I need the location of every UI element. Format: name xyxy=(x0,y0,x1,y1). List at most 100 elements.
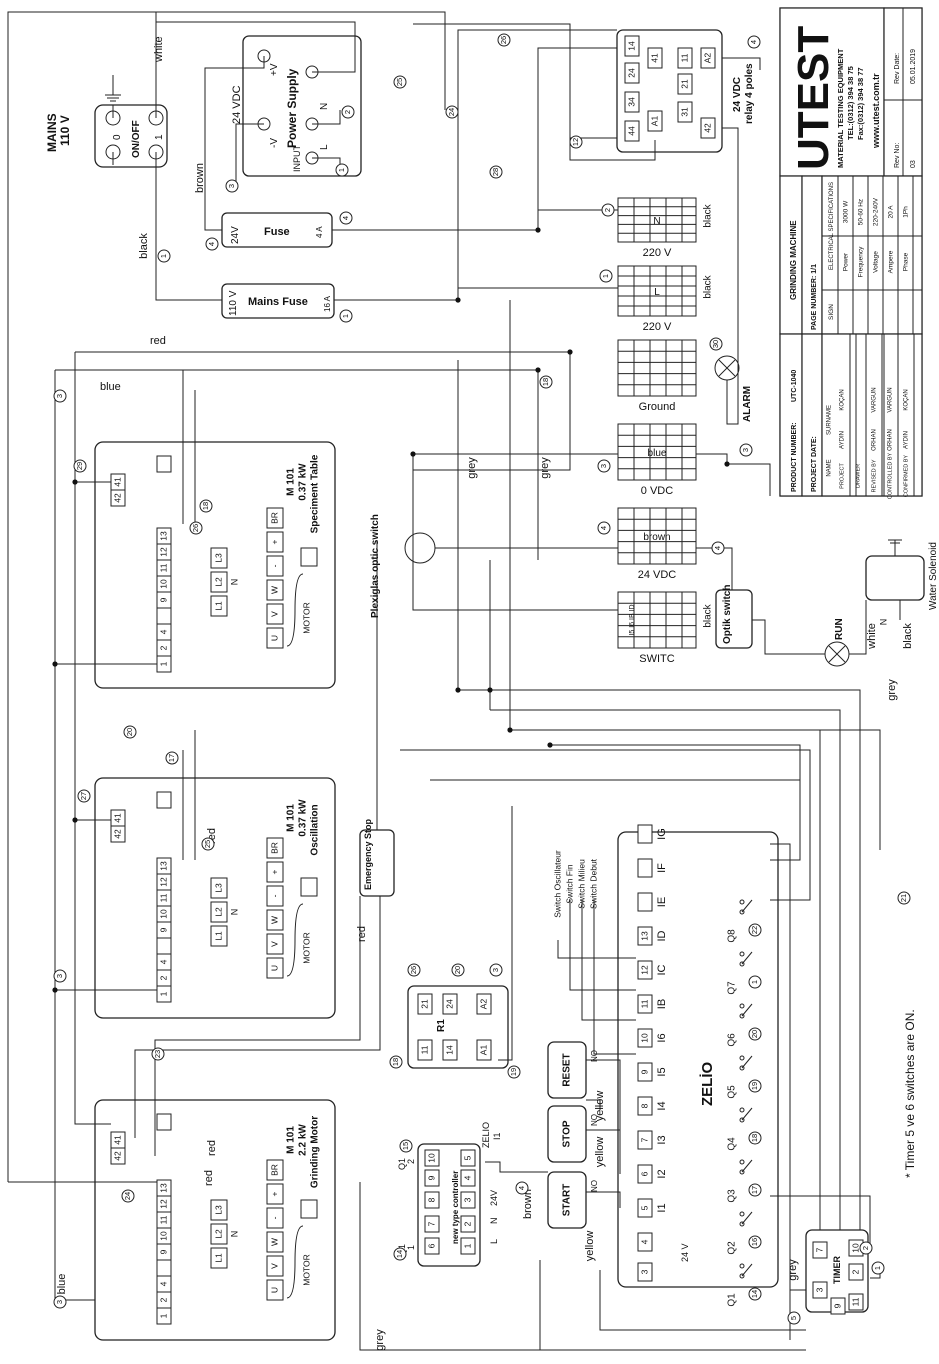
wire xyxy=(770,1195,871,1250)
zelio-input-label: I2 xyxy=(656,1169,668,1178)
wire-number-marker xyxy=(748,1287,762,1301)
relay-terminal xyxy=(677,101,693,123)
brand-logo: UTEST xyxy=(789,26,838,170)
zelio-input-label: IE xyxy=(656,897,668,907)
motor-l-terminal: L2 xyxy=(213,577,223,587)
ps-minus: -V xyxy=(269,138,280,148)
wire xyxy=(413,23,617,139)
motor-uvw-terminal: - xyxy=(269,564,279,567)
wire-number-marker xyxy=(711,541,725,555)
wire-number: 1 xyxy=(341,314,350,318)
wire-number-marker xyxy=(748,1131,762,1145)
controller-terminal xyxy=(424,1237,440,1255)
motor-n: N xyxy=(229,909,239,916)
timer-terminal-label: 3 xyxy=(814,1287,824,1292)
wire xyxy=(155,11,446,118)
person-role: PROJECT xyxy=(839,463,845,489)
motor-uvw-terminal: W xyxy=(269,916,279,924)
relay-terminal-label: 14 xyxy=(626,41,636,51)
wire xyxy=(75,351,571,471)
relay-subtitle: relay 4 poles xyxy=(744,63,755,124)
relay-terminal xyxy=(624,35,640,57)
mains-label: MAINS xyxy=(45,113,59,152)
wire-number-marker xyxy=(225,179,239,193)
wire xyxy=(557,940,636,959)
motor-model: M 101 xyxy=(286,804,297,832)
alarm-lamp: ALARM xyxy=(714,355,753,422)
motor-terminal: 4 xyxy=(158,1281,168,1286)
wire-number-marker xyxy=(597,459,611,473)
motor-uvw-terminal: W xyxy=(269,1238,279,1246)
wire-color-label: blue xyxy=(56,1274,68,1295)
person-name: ORHAN xyxy=(872,429,878,451)
wire-number-marker xyxy=(748,1235,762,1249)
ground-icon xyxy=(300,1199,318,1219)
zelio-output-label: Q2 xyxy=(727,1241,738,1255)
spec-value: 50-60 Hz xyxy=(858,199,865,225)
wire xyxy=(498,806,513,1061)
zelio-input-label: I5 xyxy=(656,1067,668,1076)
motor-terminal: 12 xyxy=(158,877,168,887)
wire xyxy=(550,744,801,861)
motor-name: Grinding Motor xyxy=(310,1116,321,1188)
wire-number: 3 xyxy=(741,448,750,452)
spec-value: 20 A xyxy=(888,205,895,219)
motor-uvw-terminal: BR xyxy=(269,1164,279,1176)
motor-terminal: 10 xyxy=(158,579,168,589)
wire xyxy=(586,1191,621,1208)
motor-terminal: 42 xyxy=(112,493,122,503)
relay-terminal-label: 31 xyxy=(679,107,689,117)
wire-color-label: grey xyxy=(787,1259,799,1281)
ps-n: N xyxy=(319,103,330,110)
wire xyxy=(332,209,618,231)
button-no: NO xyxy=(590,1050,599,1062)
wire-number-marker xyxy=(597,521,611,535)
relay-terminal-label: 34 xyxy=(626,97,636,107)
motor-l-terminal: L1 xyxy=(213,931,223,941)
motor-word: MOTOR xyxy=(301,932,311,963)
wire xyxy=(537,47,617,230)
timer-label: TIMER xyxy=(832,1256,842,1284)
motor-l-terminal: L3 xyxy=(213,883,223,893)
timer-terminal xyxy=(848,1263,864,1281)
wire-number: 28 xyxy=(491,168,500,176)
motor-l-terminal: L3 xyxy=(213,553,223,563)
zelio-power-terminal: 4 xyxy=(639,1239,649,1244)
zelio-power-terminal: 3 xyxy=(639,1269,649,1274)
zelio-input-terminal: 13 xyxy=(639,931,649,941)
relay-terminal xyxy=(647,47,663,69)
emergency-stop[interactable]: Emergency Stop xyxy=(359,818,395,897)
zelio-input-label: IB xyxy=(656,999,668,1009)
elec-spec-title: ELECTRICAL SPECIFICATIONS xyxy=(829,182,835,270)
spec-key: Frequency xyxy=(858,246,865,277)
product-number-label: PRODUCT NUMBER: xyxy=(791,422,798,492)
motor-uvw-terminal: + xyxy=(269,869,279,874)
zelio-input-label: IC xyxy=(656,964,668,975)
wire-number: 4 xyxy=(713,546,722,550)
r1-terminal-label: A1 xyxy=(478,1045,488,1056)
wire-number-marker xyxy=(339,211,353,225)
strip-label: 0 VDC xyxy=(641,485,673,497)
zelio-output-label: Q1 xyxy=(727,1293,738,1307)
wire-number-marker xyxy=(201,837,215,851)
wire-number: 4 xyxy=(341,216,350,220)
title-block: UTEST MATERIAL TESTING EQUIPMENT TEL:(03… xyxy=(779,7,923,499)
ground-icon xyxy=(300,547,318,567)
wire-number-marker xyxy=(123,725,137,739)
wire-number-marker xyxy=(53,969,67,983)
wire-number-marker xyxy=(599,269,613,283)
wire-number: 24 xyxy=(123,1192,132,1200)
wire xyxy=(359,1182,540,1351)
controller-terminal-label: 2 xyxy=(462,1221,472,1226)
spec-value: 220-240V xyxy=(873,197,880,226)
relay-terminal-label: 24 xyxy=(626,68,636,78)
